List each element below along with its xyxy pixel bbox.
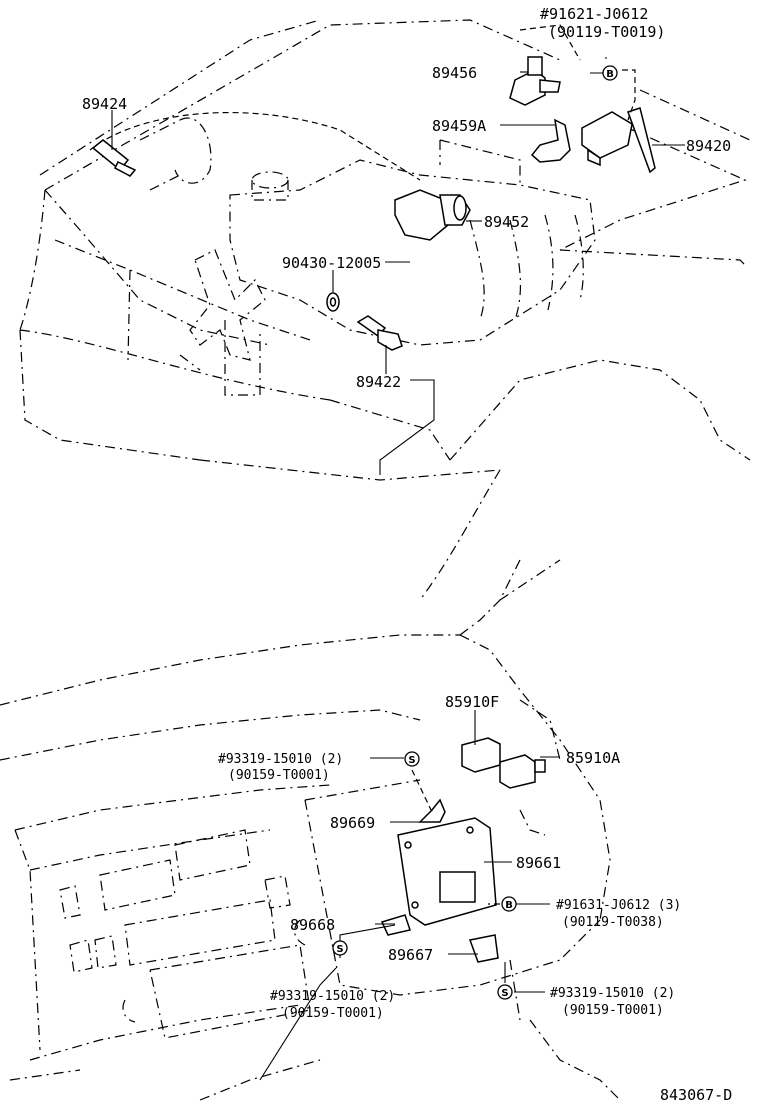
engine-bay-outline [19, 19, 751, 601]
label-93319-15010-right: #93319-15010 (2) [550, 986, 675, 1001]
bracket-89669 [418, 798, 446, 823]
label-85910F: 85910F [445, 693, 499, 711]
sensor-89420 [581, 107, 656, 174]
ecu-89661 [397, 817, 497, 926]
label-91631-J0612: #91631-J0612 (3) [556, 898, 681, 913]
svg-text:S: S [501, 988, 508, 999]
label-93319-15010-top: #93319-15010 (2) [218, 752, 343, 767]
label-89668: 89668 [290, 916, 335, 934]
sensor-89422 [356, 315, 403, 351]
label-89661: 89661 [516, 854, 561, 872]
badge-b-top: B [602, 65, 618, 81]
sensor-89456 [509, 56, 561, 106]
relay-85910A [499, 754, 546, 789]
badge-s-right: S [497, 984, 513, 1000]
svg-text:S: S [408, 755, 415, 766]
label-89424: 89424 [82, 95, 127, 113]
label-90159-T0001-right: (90159-T0001) [562, 1003, 664, 1018]
label-89420: 89420 [686, 137, 731, 155]
leader-lines-bottom [259, 710, 560, 1081]
dashboard-outline [0, 559, 621, 1101]
badge-b-ecu: B [501, 896, 517, 912]
label-89667: 89667 [388, 946, 433, 964]
label-90159-T0001-top: (90159-T0001) [228, 768, 330, 783]
label-90159-T0001-left: (90159-T0001) [282, 1006, 384, 1021]
label-89422: 89422 [356, 373, 401, 391]
label-89452: 89452 [484, 213, 529, 231]
label-85910A: 85910A [566, 749, 620, 767]
label-91621-J0612: #91621-J0612 [540, 5, 648, 23]
gasket-90430 [326, 292, 340, 312]
bracket-89459A [530, 118, 571, 163]
label-89459A: 89459A [432, 117, 486, 135]
badge-s-left: S [332, 940, 348, 956]
svg-text:S: S [336, 944, 343, 955]
label-90119-T0019: (90119-T0019) [548, 23, 665, 41]
bracket-89667 [468, 934, 499, 963]
label-90119-T0038: (90119-T0038) [562, 915, 664, 930]
leader-lines-top [111, 24, 685, 475]
svg-text:B: B [505, 900, 513, 911]
label-90430-12005: 90430-12005 [282, 254, 381, 272]
label-93319-15010-left: #93319-15010 (2) [270, 989, 395, 1004]
reference-number: 843067-D [660, 1086, 732, 1104]
relay-85910F [461, 737, 501, 773]
bracket-89668 [380, 914, 411, 936]
valve-89452 [394, 189, 471, 241]
badge-s-85910: S [404, 751, 420, 767]
svg-text:B: B [606, 69, 614, 80]
sensor-89424 [91, 139, 137, 177]
label-89456: 89456 [432, 64, 477, 82]
label-89669: 89669 [330, 814, 375, 832]
